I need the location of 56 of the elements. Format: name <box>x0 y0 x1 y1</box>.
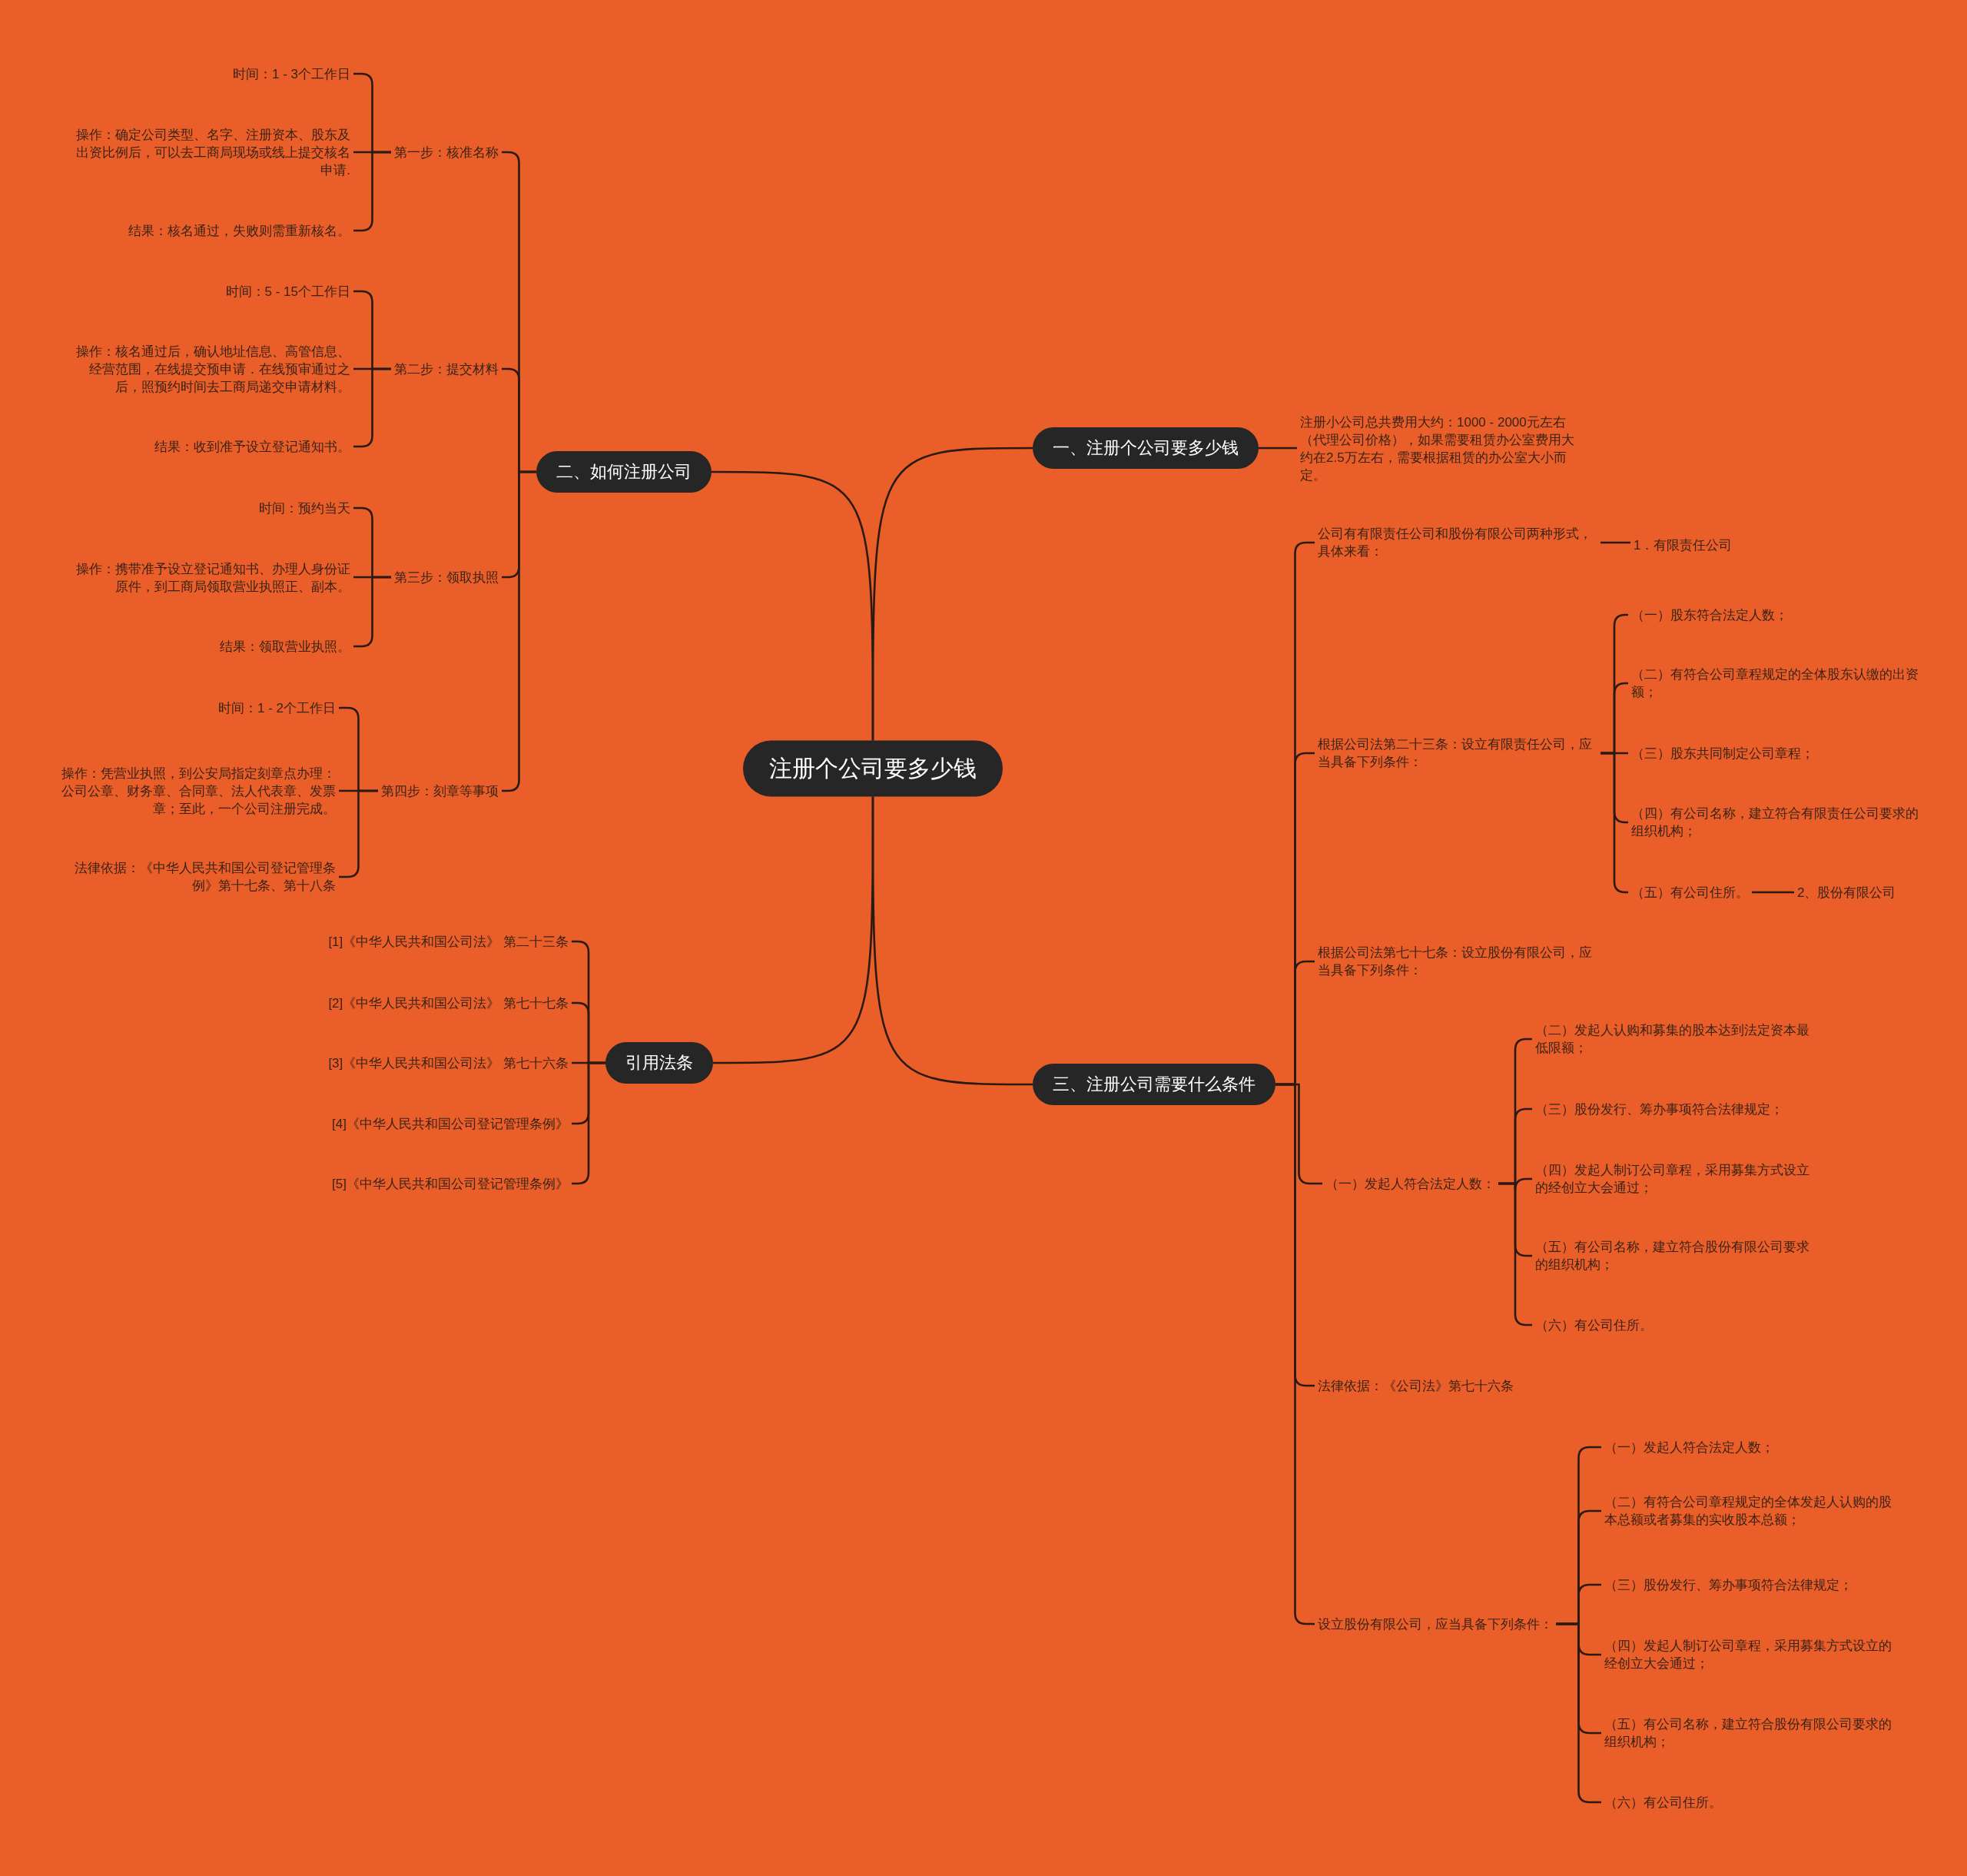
topic-text: [1]《中华人民共和国公司法》 第二十三条 <box>325 931 572 952</box>
topic-text: 第四步：刻章等事项 <box>378 780 502 802</box>
topic-text: 操作：携带准予设立登记通知书、办理人身份证原件，到工商局领取营业执照正、副本。 <box>68 559 353 597</box>
topic-text: （一）股东符合法定人数； <box>1628 604 1791 626</box>
topic-text: （四）有公司名称，建立符合有限责任公司要求的组织机构； <box>1628 803 1924 842</box>
topic-text: [5]《中华人民共和国公司登记管理条例》 <box>329 1173 572 1194</box>
topic-text: 公司有有限责任公司和股份有限公司两种形式，具体来看： <box>1315 523 1600 562</box>
topic-text: （三）股份发行、筹办事项符合法律规定； <box>1601 1574 1856 1595</box>
topic-text: （四）发起人制订公司章程，采用募集方式设立的经创立大会通过； <box>1601 1635 1897 1674</box>
topic-text: 1．有限责任公司 <box>1630 534 1736 556</box>
topic-text: （二）有符合公司章程规定的全体发起人认购的股本总额或者募集的实收股本总额； <box>1601 1492 1897 1530</box>
topic-text: 结果：领取营业执照。 <box>217 636 353 657</box>
connector-line <box>712 470 874 741</box>
topic-text: （二）发起人认购和募集的股本达到法定资本最低限额； <box>1532 1020 1824 1058</box>
topic-text: （三）股东共同制定公司章程； <box>1628 742 1817 764</box>
topic-text: 操作：核名通过后，确认地址信息、高管信息、经营范围，在线提交预申请．在线预审通过之后，照预约时间去工商局递交申请材料。 <box>68 340 353 397</box>
topic-text: （三）股份发行、筹办事项符合法律规定； <box>1532 1098 1786 1120</box>
branch-topic: 一、注册个公司要多少钱 <box>1033 427 1259 469</box>
topic-text: 操作：确定公司类型、名字、注册资本、股东及出资比例后，可以去工商局现场或线上提交核名申请. <box>68 124 353 181</box>
central-topic: 注册个公司要多少钱 <box>743 740 1003 797</box>
topic-text: 法律依据：《中华人民共和国公司登记管理条例》第十七条、第十八条 <box>53 858 339 896</box>
topic-text: 结果：核名通过，失败则需重新核名。 <box>125 220 353 241</box>
branch-topic: 三、注册公司需要什么条件 <box>1033 1064 1275 1105</box>
topic-text: 第二步：提交材料 <box>391 358 502 380</box>
topic-text: （五）有公司住所。 <box>1628 882 1752 903</box>
connector-line <box>1600 541 1630 544</box>
topic-text: 时间：1 - 2个工作日 <box>214 697 339 719</box>
topic-text: （五）有公司名称，建立符合股份有限公司要求的组织机构； <box>1601 1714 1897 1752</box>
topic-text: （六）有公司住所。 <box>1601 1791 1725 1813</box>
branch-topic: 引用法条 <box>605 1042 713 1084</box>
topic-text: （二）有符合公司章程规定的全体股东认缴的出资额； <box>1628 664 1924 702</box>
topic-text: （一）发起人符合法定人数； <box>1601 1436 1777 1458</box>
topic-text: 法律依据：《公司法》第七十六条 <box>1315 1375 1517 1396</box>
topic-text: 结果：收到准予设立登记通知书。 <box>151 436 353 457</box>
topic-text: 操作：凭营业执照，到公安局指定刻章点办理：公司公章、财务章、合同章、法人代表章、发票章；至此，一个公司注册完成。 <box>53 762 339 819</box>
connector-line <box>1752 891 1794 894</box>
topic-text: 注册小公司总共费用大约：1000 - 2000元左右（代理公司价格），如果需要租赁办公室费用大约在2.5万左右，需要根据租赁的办公室大小而定。 <box>1297 412 1585 486</box>
topic-text: （四）发起人制订公司章程，采用募集方式设立的经创立大会通过； <box>1532 1160 1824 1198</box>
topic-text: （六）有公司住所。 <box>1532 1314 1656 1336</box>
topic-text: （一）发起人符合法定人数： <box>1322 1173 1498 1194</box>
topic-text: 设立股份有限公司，应当具备下列条件： <box>1315 1613 1556 1635</box>
topic-text: （五）有公司名称，建立符合股份有限公司要求的组织机构； <box>1532 1237 1824 1275</box>
topic-text: 第三步：领取执照 <box>391 566 502 588</box>
topic-text: 根据公司法第七十七条：设立股份有限公司，应当具备下列条件： <box>1315 942 1600 981</box>
connector-line <box>871 796 1033 1086</box>
topic-text: 根据公司法第二十三条：设立有限责任公司，应当具备下列条件： <box>1315 734 1600 772</box>
topic-text: [4]《中华人民共和国公司登记管理条例》 <box>329 1113 572 1134</box>
connector-line <box>1259 447 1297 450</box>
topic-text: [3]《中华人民共和国公司法》 第七十六条 <box>325 1052 572 1074</box>
topic-text: 时间：1 - 3个工作日 <box>229 63 353 85</box>
branch-topic: 二、如何注册公司 <box>536 451 712 493</box>
topic-text: 时间：预约当天 <box>256 497 353 519</box>
topic-text: 第一步：核准名称 <box>391 141 502 163</box>
topic-text: [2]《中华人民共和国公司法》 第七十七条 <box>325 992 572 1014</box>
topic-text: 2、股份有限公司 <box>1794 882 1899 903</box>
topic-text: 时间：5 - 15个工作日 <box>222 281 353 302</box>
